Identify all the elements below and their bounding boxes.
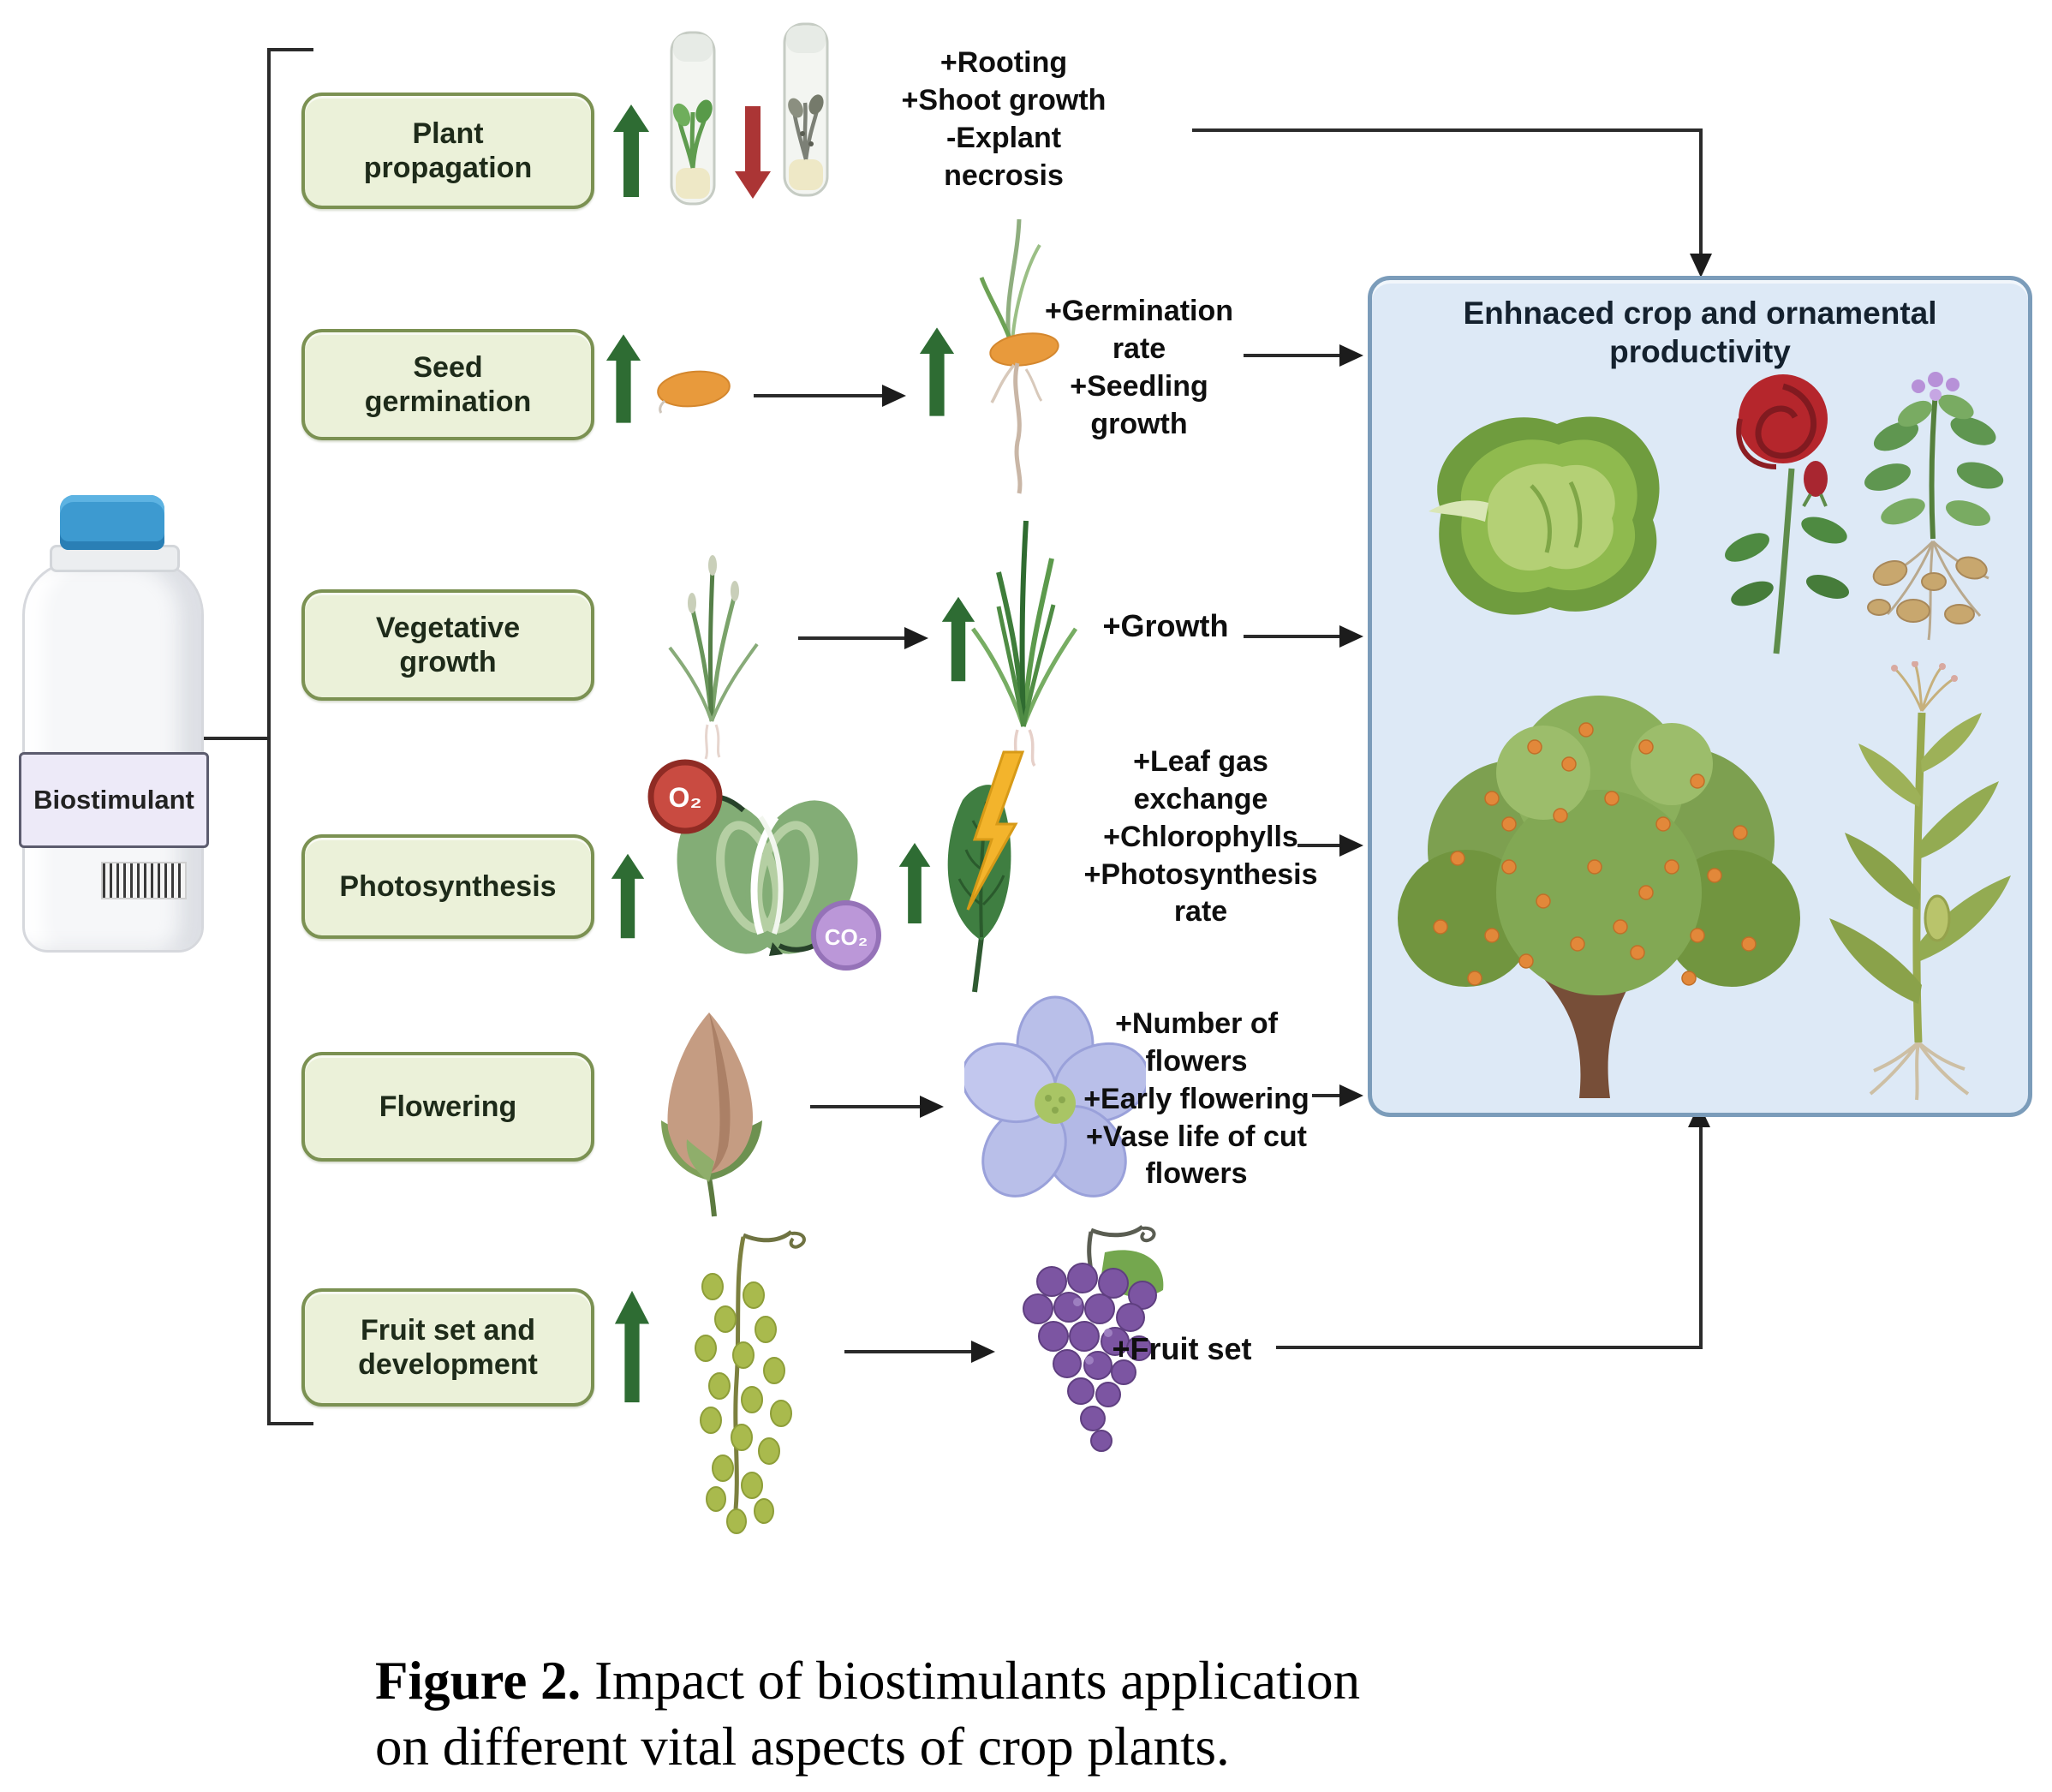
connector-row1-horizontal xyxy=(1192,128,1703,132)
potato-plant-icon xyxy=(1864,372,2004,641)
connector-row6-vertical xyxy=(1699,1124,1703,1349)
arrowhead-flower xyxy=(920,1096,944,1118)
co2-badge-label: CO₂ xyxy=(825,924,868,950)
bottle-connector-line xyxy=(204,737,269,740)
barcode-icon xyxy=(101,862,187,899)
bracket-vertical-line xyxy=(267,48,271,1425)
stomata-gas-exchange-icon: O₂ CO₂ xyxy=(647,759,881,971)
annotation-growth: +Growth xyxy=(1102,608,1229,643)
down-arrow-red-icon xyxy=(735,106,771,199)
box-flowering: Flowering xyxy=(301,1052,594,1162)
figure-caption: Figure 2. Impact of biostimulants applic… xyxy=(375,1648,1917,1780)
up-arrow-green-icon xyxy=(898,843,931,923)
caption-figure-label: Figure 2. xyxy=(375,1651,582,1711)
box-fruit-set: Fruit set and development xyxy=(301,1288,594,1407)
connector-grass-arrow-line xyxy=(798,636,906,640)
up-arrow-green-icon xyxy=(611,853,645,939)
annotation-plant-propagation: +Rooting +Shoot growth -Explant necrosis xyxy=(901,46,1107,192)
connector-seed-arrow-line xyxy=(754,394,884,397)
box-seed-germination: Seed germination xyxy=(301,329,594,440)
up-arrow-green-icon xyxy=(919,327,955,416)
o2-badge-label: O₂ xyxy=(668,782,701,813)
caption-line1-text: Impact of biostimulants application xyxy=(581,1651,1361,1711)
annotation-seed-germination: +Germination rate +Seedling growth xyxy=(1044,295,1234,440)
connector-flower-arrow-line xyxy=(810,1105,922,1108)
seed-icon xyxy=(657,370,731,414)
unripe-grape-cluster-icon xyxy=(695,1229,806,1534)
small-grass-icon xyxy=(668,555,759,760)
caption-line1: Figure 2. Impact of biostimulants applic… xyxy=(375,1648,1917,1714)
large-grass-icon xyxy=(970,520,1078,768)
arrowhead-into-result-row4 xyxy=(1339,834,1363,857)
connector-row4-line xyxy=(1297,844,1340,847)
flower-bud-icon xyxy=(661,1012,762,1217)
bottle-label: Biostimulant xyxy=(19,752,209,848)
up-arrow-green-icon xyxy=(613,105,649,197)
arrowhead-seed xyxy=(882,385,906,407)
fruit-tree-icon xyxy=(1398,696,1800,1098)
arrowhead-into-result-row3 xyxy=(1339,625,1363,648)
connector-grape-arrow-line xyxy=(844,1350,973,1353)
result-box: Enhnaced crop and ornamental productivit… xyxy=(1368,276,2032,1117)
annotation-flowering: +Number of flowers +Early flowering +Vas… xyxy=(1083,1007,1309,1191)
box-photosynthesis: Photosynthesis xyxy=(301,834,594,939)
up-arrow-green-icon xyxy=(605,334,641,423)
test-tube-healthy-icon xyxy=(670,31,716,206)
connector-row6-horizontal xyxy=(1276,1346,1703,1349)
arrowhead-grape xyxy=(971,1341,995,1363)
rose-icon xyxy=(1725,374,1850,654)
arrowhead-grass xyxy=(904,627,928,649)
arrowhead-into-result-row5 xyxy=(1339,1084,1363,1107)
biostimulant-bottle-icon: Biostimulant xyxy=(19,495,209,958)
result-box-title: Enhnaced crop and ornamental productivit… xyxy=(1463,296,1937,370)
caption-line2: on different vital aspects of crop plant… xyxy=(375,1716,1230,1777)
blue-flower-icon xyxy=(964,995,1146,1198)
box-plant-propagation: Plant propagation xyxy=(301,93,594,209)
test-tube-necrotic-icon xyxy=(783,22,829,197)
up-arrow-green-icon xyxy=(614,1290,650,1403)
arrowhead-into-result-row2 xyxy=(1339,344,1363,367)
connector-row5-line xyxy=(1312,1094,1341,1097)
annotation-photosynthesis: +Leaf gas exchange +Chlorophylls +Photos… xyxy=(1083,745,1318,929)
germinated-seedling-icon xyxy=(979,218,1059,494)
connector-row2-line xyxy=(1244,354,1339,357)
bracket-top-tick xyxy=(267,48,313,51)
arrowhead-into-result-top xyxy=(1690,254,1712,278)
connector-row1-vertical xyxy=(1699,128,1703,259)
corn-plant-icon xyxy=(1829,661,2011,1101)
bottle-cap xyxy=(60,495,164,550)
lettuce-icon xyxy=(1429,416,1660,615)
connector-row3-line xyxy=(1244,635,1339,638)
ripe-grape-bunch-icon xyxy=(1023,1224,1164,1452)
up-arrow-green-icon xyxy=(941,596,975,682)
box-vegetative-growth: Vegetative growth xyxy=(301,589,594,701)
leaf-energy-icon xyxy=(947,750,1025,993)
bracket-bottom-tick xyxy=(267,1422,313,1425)
annotation-fruit-set: +Fruit set xyxy=(1112,1331,1252,1366)
